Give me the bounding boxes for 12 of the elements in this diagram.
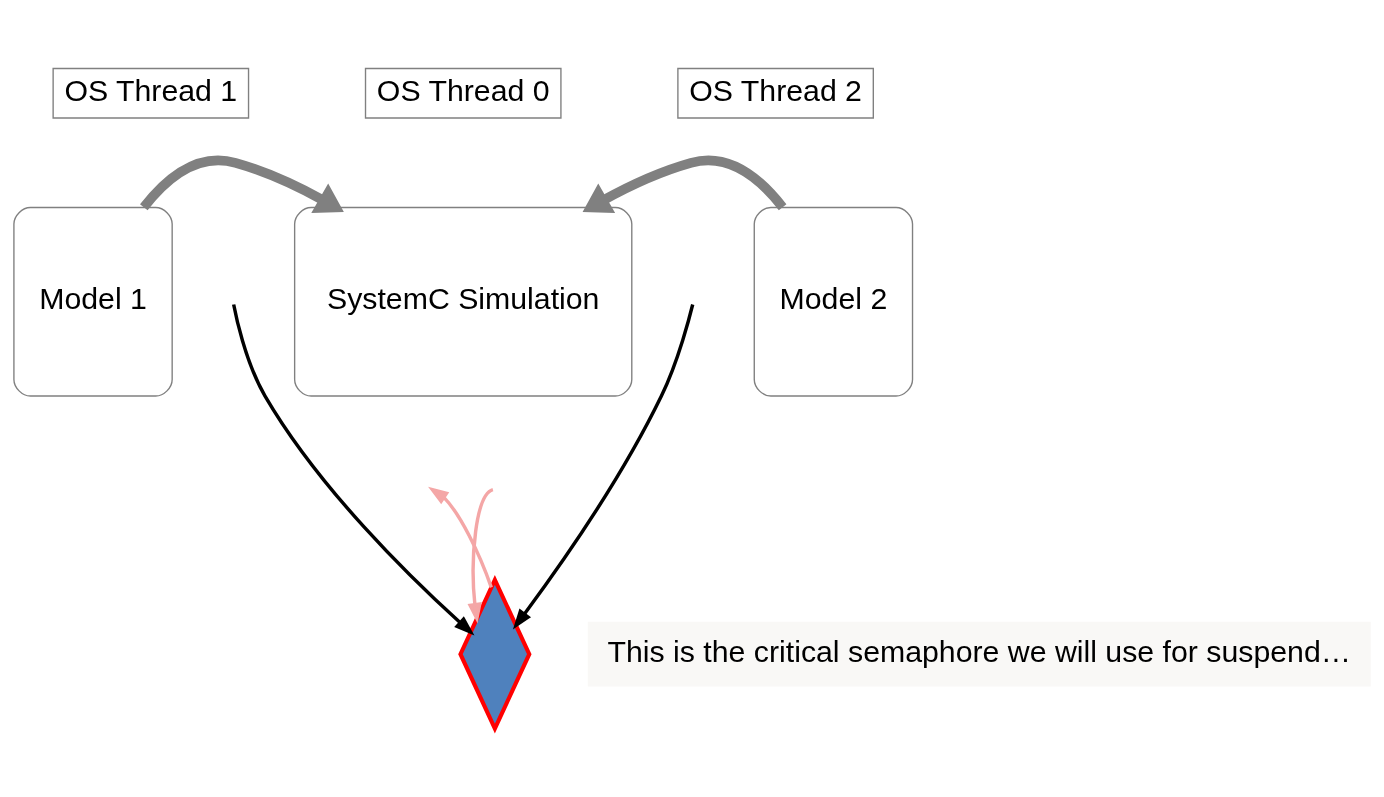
arrow	[232, 304, 475, 636]
arrow	[428, 486, 493, 588]
arrow	[582, 155, 787, 213]
node-box: OS Thread 0	[364, 67, 562, 119]
arrow	[512, 304, 695, 630]
node-box: SystemC Simulation	[293, 206, 633, 397]
arrow	[140, 155, 344, 213]
arrow	[467, 488, 494, 624]
node-box: OS Thread 2	[677, 67, 874, 119]
node-box: OS Thread 1	[52, 67, 250, 119]
node-box: Model 2	[753, 206, 914, 397]
node-box: Model 1	[13, 206, 173, 397]
